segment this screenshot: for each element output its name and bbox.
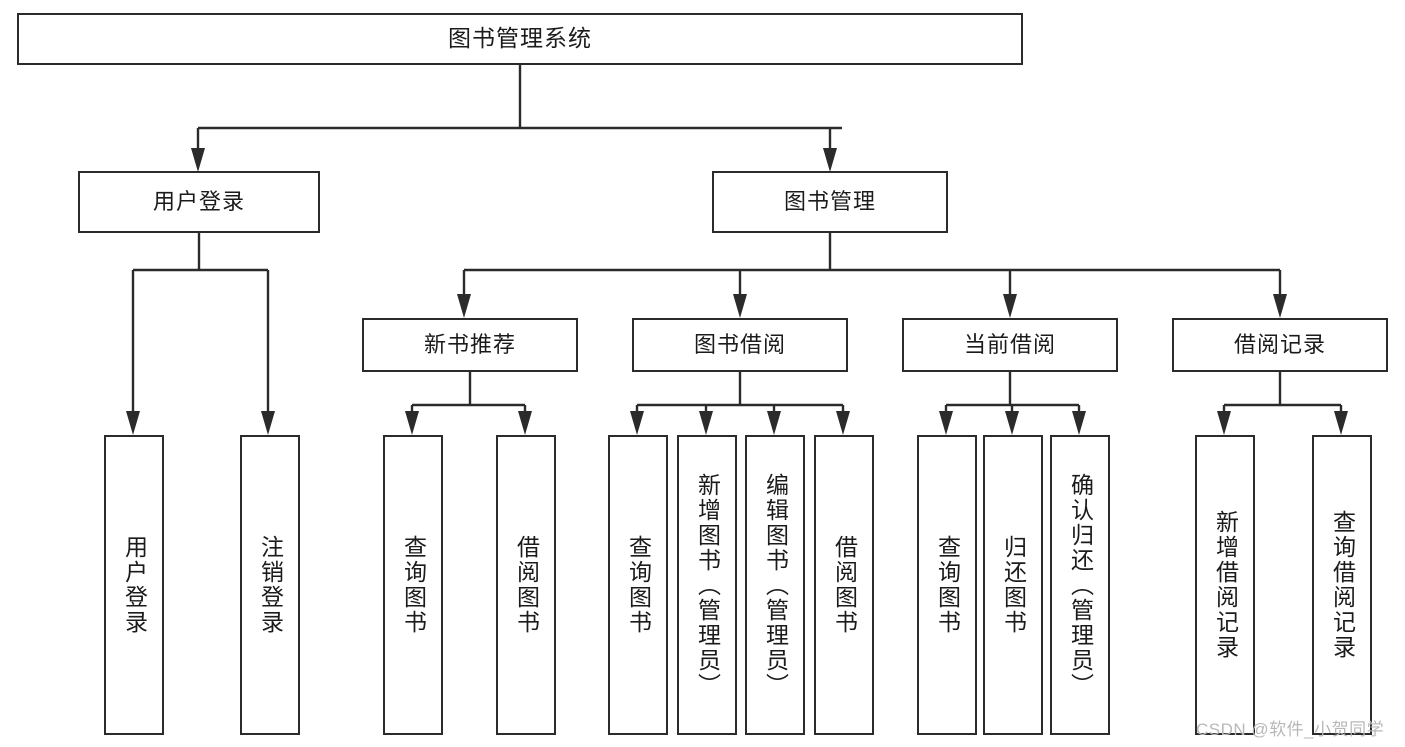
arrowhead-new-book — [457, 294, 471, 318]
arrowhead-br-leaf2 — [1334, 411, 1348, 435]
leaf-label: 借阅图书 — [831, 535, 858, 635]
arrowhead-nb-leaf2 — [518, 411, 532, 435]
arrowhead-borrow-record — [1273, 294, 1287, 318]
leaf-label: 用户登录 — [121, 535, 148, 635]
arrowhead-ul-leaf2 — [261, 411, 275, 435]
arrowhead-cb-leaf1 — [939, 411, 953, 435]
leaf-label: 借阅图书 — [513, 535, 540, 635]
leaf-label: 编辑图书（管理员） — [762, 472, 789, 698]
leaf-borrow-record-add[interactable]: 新增借阅记录 — [1195, 435, 1255, 735]
leaf-label: 归还图书 — [1000, 535, 1027, 635]
leaf-new-book-borrow[interactable]: 借阅图书 — [496, 435, 556, 735]
leaf-user-login-logout[interactable]: 注销登录 — [240, 435, 300, 735]
leaf-label: 注销登录 — [257, 535, 284, 635]
leaf-label: 查询图书 — [934, 535, 961, 635]
leaf-book-borrow-add[interactable]: 新增图书（管理员） — [677, 435, 737, 735]
node-current-borrow[interactable]: 当前借阅 — [902, 318, 1118, 372]
leaf-user-login-login[interactable]: 用户登录 — [104, 435, 164, 735]
node-root[interactable]: 图书管理系统 — [17, 13, 1023, 65]
node-book-management-label: 图书管理 — [783, 188, 876, 214]
leaf-label: 查询图书 — [625, 535, 652, 635]
leaf-new-book-query[interactable]: 查询图书 — [383, 435, 443, 735]
leaf-label: 查询图书 — [400, 535, 427, 635]
csdn-watermark: CSDN @软件_小贺同学 — [1196, 720, 1385, 739]
leaf-label: 新增图书（管理员） — [694, 472, 721, 698]
node-book-management[interactable]: 图书管理 — [712, 171, 948, 233]
arrowhead-bb-leaf4 — [836, 411, 850, 435]
node-user-login-label: 用户登录 — [152, 188, 245, 214]
node-current-borrow-label: 当前借阅 — [963, 331, 1056, 357]
arrowhead-book-borrow — [733, 294, 747, 318]
node-new-book-recommend[interactable]: 新书推荐 — [362, 318, 578, 372]
arrowhead-cb-leaf2 — [1005, 411, 1019, 435]
node-new-book-recommend-label: 新书推荐 — [423, 331, 516, 357]
leaf-book-borrow-borrow[interactable]: 借阅图书 — [814, 435, 874, 735]
arrowhead-nb-leaf1 — [405, 411, 419, 435]
arrowhead-cb-leaf3 — [1072, 411, 1086, 435]
leaf-current-borrow-query[interactable]: 查询图书 — [917, 435, 977, 735]
arrowhead-bb-leaf3 — [767, 411, 781, 435]
leaf-label: 新增借阅记录 — [1212, 510, 1239, 660]
node-book-borrow-label: 图书借阅 — [693, 331, 786, 357]
arrowhead-book-mgmt — [823, 148, 837, 172]
leaf-book-borrow-edit[interactable]: 编辑图书（管理员） — [745, 435, 805, 735]
arrowhead-current-borrow — [1003, 294, 1017, 318]
node-root-label: 图书管理系统 — [448, 25, 592, 52]
node-borrow-record[interactable]: 借阅记录 — [1172, 318, 1388, 372]
leaf-book-borrow-query[interactable]: 查询图书 — [608, 435, 668, 735]
node-borrow-record-label: 借阅记录 — [1233, 331, 1326, 357]
node-book-borrow[interactable]: 图书借阅 — [632, 318, 848, 372]
leaf-borrow-record-query[interactable]: 查询借阅记录 — [1312, 435, 1372, 735]
arrowhead-br-leaf1 — [1217, 411, 1231, 435]
leaf-current-borrow-return[interactable]: 归还图书 — [983, 435, 1043, 735]
arrowhead-bb-leaf1 — [630, 411, 644, 435]
arrowhead-bb-leaf2 — [699, 411, 713, 435]
node-user-login[interactable]: 用户登录 — [78, 171, 320, 233]
arrowhead-ul-leaf1 — [126, 411, 140, 435]
leaf-label: 查询借阅记录 — [1329, 510, 1356, 660]
leaf-label: 确认归还（管理员） — [1067, 472, 1094, 698]
arrowhead-user-login — [191, 148, 205, 172]
leaf-current-borrow-confirm[interactable]: 确认归还（管理员） — [1050, 435, 1110, 735]
